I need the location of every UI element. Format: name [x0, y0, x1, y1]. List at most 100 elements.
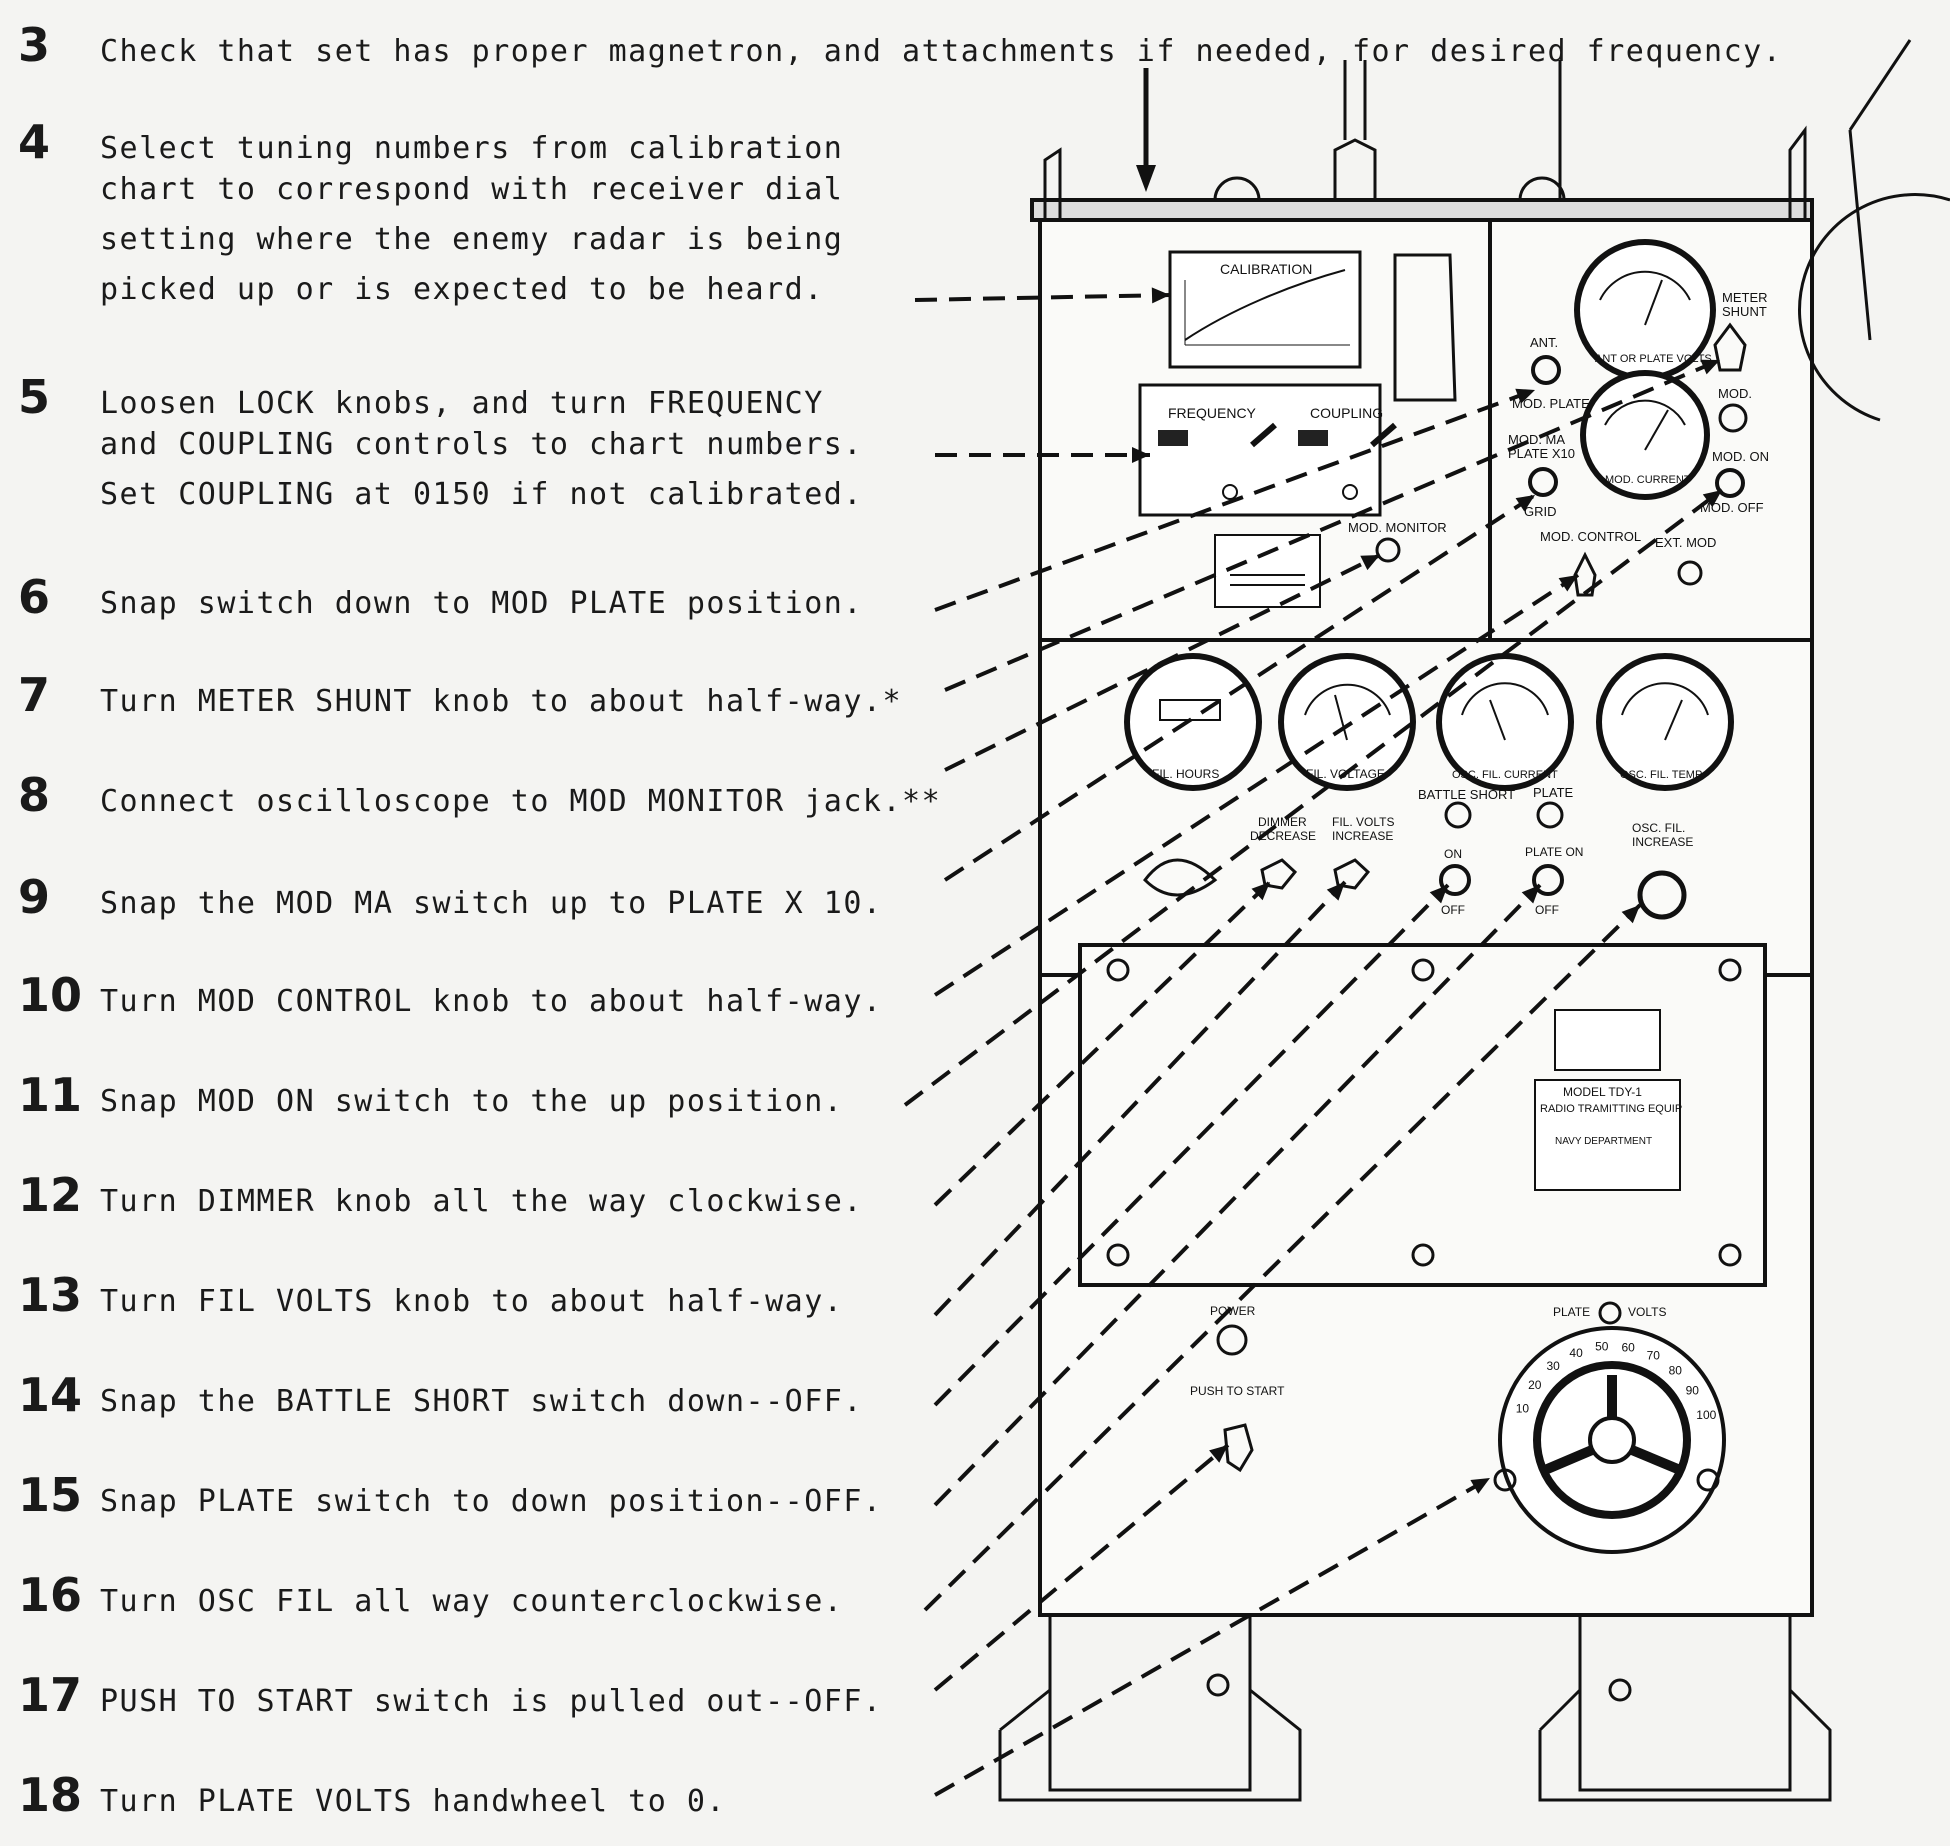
- leader-line: [944, 553, 1381, 772]
- top-fittings: [1043, 39, 1950, 422]
- ext-mod-jack[interactable]: [1677, 560, 1703, 586]
- grid-label: GRID: [1524, 504, 1557, 519]
- step-text: Select tuning numbers from calibration: [100, 131, 844, 166]
- step-text: Check that set has proper magnetron, and…: [100, 34, 1783, 69]
- leader-arrowhead: [1251, 882, 1270, 901]
- dial-number: 20: [1528, 1378, 1542, 1392]
- fil-hours-meter: FIL. HOURS: [1124, 653, 1262, 791]
- calibration-chart: CALIBRATION: [1168, 250, 1362, 369]
- dial-number: 30: [1547, 1359, 1561, 1373]
- osc-fil-current-label: OSC. FIL. CURRENT: [1452, 769, 1558, 781]
- leader-line: [933, 1443, 1230, 1692]
- mod-control-label: MOD. CONTROL: [1540, 529, 1641, 544]
- meter-shunt-label-1: METER: [1722, 290, 1768, 305]
- battle-short-lamp: [1444, 801, 1472, 829]
- step-text: picked up or is expected to be heard.: [100, 272, 824, 307]
- off-label: OFF: [1441, 903, 1465, 917]
- step-text: chart to correspond with receiver dial: [100, 172, 844, 207]
- step-text: Turn PLATE VOLTS handwheel to 0.: [100, 1784, 726, 1819]
- dial-number: 50: [1595, 1340, 1609, 1354]
- mod-on-switch[interactable]: [1715, 468, 1745, 498]
- leader-line: [944, 358, 1721, 692]
- plate-switch[interactable]: [1532, 864, 1564, 896]
- instruction-step: chart to correspond with receiver dial: [0, 165, 843, 215]
- instruction-step: 18 Turn PLATE VOLTS handwheel to 0.: [0, 1768, 726, 1827]
- plate-off-label: OFF: [1535, 903, 1559, 917]
- mod-plate-label: MOD. PLATE: [1512, 396, 1590, 411]
- plate-volts-handwheel[interactable]: [1493, 1301, 1726, 1554]
- osc-fil-current-meter: OSC. FIL. CURRENT: [1436, 653, 1574, 791]
- mod-current-label: MOD. CURRENT: [1605, 474, 1691, 486]
- tuning-box: FREQUENCY COUPLING: [1138, 383, 1397, 517]
- on-label: ON: [1444, 847, 1462, 861]
- fil-voltage-meter: FIL. VOLTAGE: [1278, 653, 1416, 791]
- mod-label: MOD.: [1718, 386, 1752, 401]
- osc-fil-knob[interactable]: [1637, 870, 1687, 920]
- meter-shunt-knob[interactable]: [1713, 322, 1747, 372]
- step-number: 10: [18, 968, 83, 1022]
- leader-line: [933, 880, 1272, 1207]
- power-label: POWER: [1210, 1304, 1256, 1318]
- ant-mod-plate-switch[interactable]: [1531, 355, 1561, 385]
- ext-mod-label: EXT. MOD: [1655, 535, 1716, 550]
- step-text: and COUPLING controls to chart numbers.: [100, 427, 863, 462]
- osc-fil-bracket: [1143, 858, 1218, 897]
- step-number: 17: [18, 1668, 83, 1722]
- calibration-label: CALIBRATION: [1220, 261, 1312, 277]
- leader-line: [914, 293, 1171, 302]
- step-text: Snap the MOD MA switch up to PLATE X 10.: [100, 886, 883, 921]
- leader-line: [933, 883, 1542, 1507]
- step-text: PUSH TO START switch is pulled out--OFF.: [100, 1684, 883, 1719]
- step-number: 12: [18, 1168, 83, 1222]
- step-text: Turn OSC FIL all way counterclockwise.: [100, 1584, 844, 1619]
- dial-number: 80: [1669, 1363, 1683, 1377]
- push-to-start-switch[interactable]: [1223, 1423, 1254, 1473]
- leader-arrowhead: [1515, 495, 1535, 512]
- mod-off-label: MOD. OFF: [1700, 500, 1764, 515]
- leader-arrowhead: [1702, 490, 1722, 508]
- mod-monitor-jack[interactable]: [1375, 537, 1401, 563]
- step-text: Turn DIMMER knob all the way clockwise.: [100, 1184, 863, 1219]
- meter-shunt-label-2: SHUNT: [1722, 304, 1767, 319]
- leader-line: [903, 488, 1724, 1107]
- battle-short-switch[interactable]: [1439, 864, 1471, 896]
- leader-arrowhead: [1360, 555, 1380, 571]
- dial-number: 60: [1622, 1340, 1636, 1354]
- fil-volts-knob[interactable]: [1333, 858, 1371, 890]
- instruction-step: and COUPLING controls to chart numbers.: [0, 420, 863, 470]
- step-number: 9: [18, 870, 51, 924]
- plate-lamp: [1536, 801, 1564, 829]
- plate-label: PLATE: [1533, 785, 1574, 800]
- leader-arrowhead: [1209, 1445, 1228, 1463]
- step-number: 14: [18, 1368, 83, 1422]
- ant-plate-volts-label: ANT OR PLATE VOLTS: [1595, 353, 1712, 365]
- leader-arrowhead: [1521, 885, 1540, 904]
- leader-arrowhead: [1132, 447, 1150, 463]
- plate-on-label: PLATE ON: [1525, 845, 1583, 859]
- leader-line: [923, 903, 1642, 1612]
- fil-hours-label: FIL. HOURS: [1152, 767, 1219, 781]
- mod-ma-switch[interactable]: [1528, 467, 1558, 497]
- step-number: 3: [18, 18, 51, 72]
- nameplate-small: [1214, 534, 1321, 608]
- dial-number: 10: [1516, 1402, 1530, 1416]
- model-label-1: MODEL TDY-1: [1563, 1085, 1642, 1099]
- fil-volts-label-1: FIL. VOLTS: [1332, 815, 1394, 829]
- lower-access-panel: MODEL TDY-1 RADIO TRAMITTING EQUIP NAVY …: [1078, 943, 1767, 1287]
- plate-x10-label: PLATE X10: [1508, 446, 1575, 461]
- power-lamp: [1216, 1324, 1248, 1356]
- dial-number: 100: [1696, 1408, 1716, 1422]
- leader-line: [934, 1476, 1491, 1797]
- leader-line: [943, 493, 1537, 882]
- dimmer-knob[interactable]: [1260, 858, 1298, 890]
- instruction-step: 3 Check that set has proper magnetron, an…: [0, 18, 1782, 77]
- dial-number: 90: [1686, 1384, 1700, 1398]
- step-number: 18: [18, 1768, 83, 1822]
